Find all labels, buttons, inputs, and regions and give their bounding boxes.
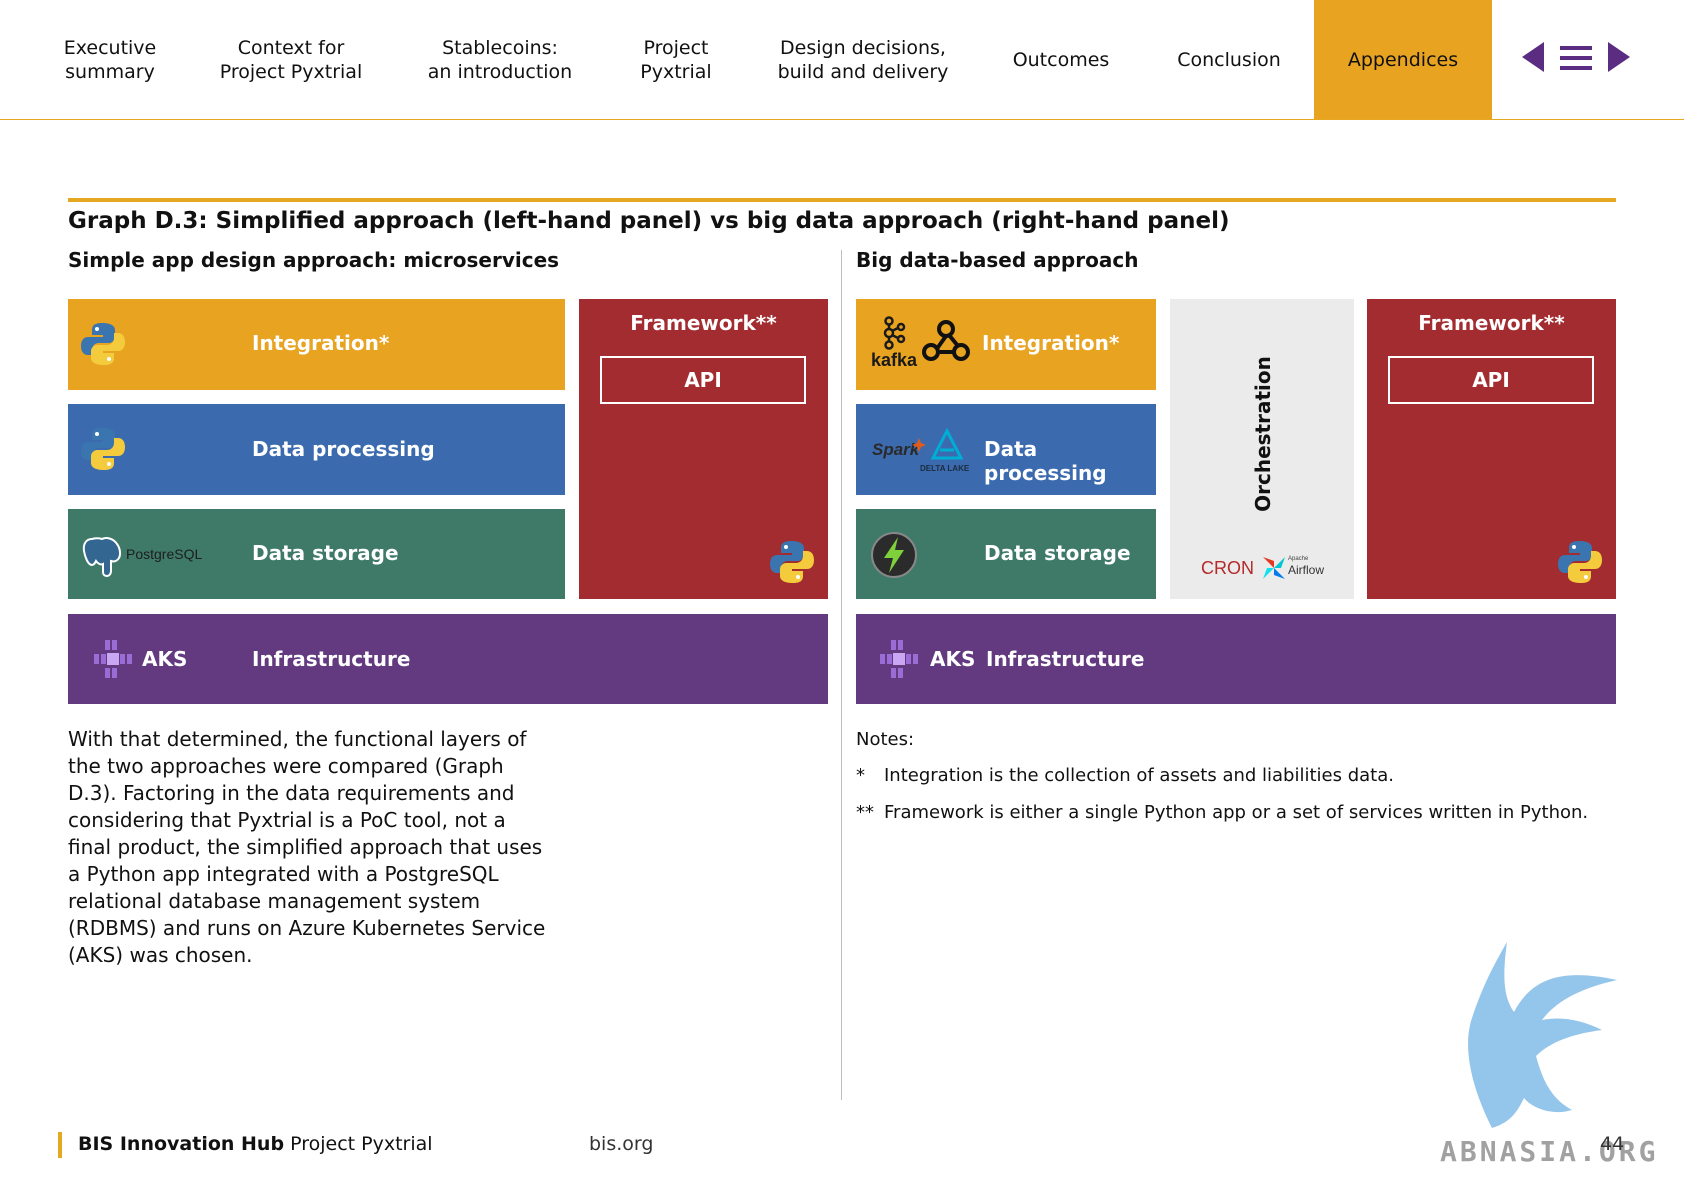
- python-icon: [80, 321, 126, 372]
- spark-star-icon: [912, 433, 926, 457]
- top-navigation: Executive summary Context for Project Py…: [0, 0, 1684, 120]
- python-icon: [769, 539, 815, 590]
- python-icon: [80, 426, 126, 477]
- right-api-box: API: [1388, 356, 1594, 404]
- left-integration-block: Integration*: [68, 299, 565, 390]
- left-api-box: API: [600, 356, 806, 404]
- kafka-logo-text: kafka: [871, 350, 918, 370]
- left-data-storage-block: PostgreSQL Data storage: [68, 509, 565, 599]
- notes-title: Notes:: [856, 729, 915, 750]
- page-number: 44: [1600, 1133, 1625, 1155]
- python-icon: [1557, 539, 1603, 590]
- left-panel-title: Simple app design approach: microservice…: [68, 248, 560, 272]
- nav-tab-project-pyxtrial[interactable]: Project Pyxtrial: [640, 36, 712, 83]
- left-infrastructure-label: Infrastructure: [252, 647, 411, 671]
- cron-logo-text: CRON: [1201, 558, 1254, 578]
- title-rule: [68, 198, 1616, 202]
- footer-site-link[interactable]: bis.org: [589, 1133, 654, 1155]
- right-aks-logo-text: AKS: [930, 647, 976, 671]
- delta-lake-icon: [930, 427, 964, 467]
- right-data-storage-label: Data storage: [984, 541, 1131, 565]
- orchestration-block: Orchestration CRON Apache Airflow: [1170, 299, 1354, 599]
- note-marker: **: [856, 802, 874, 823]
- note-item: ** Framework is either a single Python ap…: [856, 802, 1588, 823]
- postgresql-logo-text: PostgreSQL: [126, 546, 203, 562]
- left-data-processing-block: Data processing: [68, 404, 565, 495]
- right-infrastructure-label: Infrastructure: [986, 647, 1145, 671]
- note-text: Framework is either a single Python app …: [884, 802, 1589, 823]
- nav-tab-appendices[interactable]: Appendices: [1314, 0, 1492, 119]
- right-infrastructure-block: AKS Infrastructure: [856, 614, 1616, 704]
- postgresql-elephant-icon: [82, 535, 126, 582]
- footer-brand: BIS Innovation Hub: [78, 1133, 285, 1155]
- nav-tab-conclusion[interactable]: Conclusion: [1177, 48, 1281, 71]
- menu-icon[interactable]: [1560, 44, 1592, 76]
- left-infrastructure-block: AKS Infrastructure: [68, 614, 828, 704]
- left-integration-label: Integration*: [252, 331, 390, 355]
- next-arrow-icon[interactable]: [1606, 40, 1632, 78]
- right-data-processing-block: Spark DELTA LAKE Data processing: [856, 404, 1156, 495]
- nav-tab-context[interactable]: Context for Project Pyxtrial: [219, 36, 363, 83]
- watermark-text: ABNASIA.ORG: [1440, 1135, 1659, 1168]
- nav-tab-outcomes[interactable]: Outcomes: [1012, 48, 1110, 71]
- nav-tab-stablecoins[interactable]: Stablecoins: an introduction: [427, 36, 573, 83]
- footer-accent-bar: [58, 1132, 62, 1158]
- note-item: * Integration is the collection of assets…: [856, 765, 1394, 786]
- prev-arrow-icon[interactable]: [1520, 40, 1546, 78]
- spark-logo-text: Spark: [872, 440, 920, 459]
- aks-cluster-icon: [92, 638, 134, 685]
- right-data-storage-block: Data storage: [856, 509, 1156, 599]
- right-integration-block: kafka Integration*: [856, 299, 1156, 390]
- right-integration-label: Integration*: [982, 331, 1120, 355]
- nav-tab-design-decisions[interactable]: Design decisions, build and delivery: [777, 36, 949, 83]
- webhook-icon: [922, 318, 970, 367]
- right-framework-label: Framework**: [1418, 311, 1565, 335]
- griffin-watermark-icon: [1432, 938, 1622, 1142]
- orchestration-label: Orchestration: [1251, 356, 1275, 512]
- left-aks-logo-text: AKS: [142, 647, 188, 671]
- airflow-logo-text: Airflow: [1288, 563, 1325, 577]
- left-framework-block: Framework** API: [579, 299, 828, 599]
- nav-tab-executive-summary[interactable]: Executive summary: [63, 36, 157, 83]
- right-panel-title: Big data-based approach: [856, 248, 1139, 272]
- graph-title: Graph D.3: Simplified approach (left-han…: [68, 208, 1230, 234]
- kafka-icon: [880, 316, 906, 355]
- right-framework-block: Framework** API: [1367, 299, 1616, 599]
- right-data-processing-label: Data processing: [984, 437, 1107, 485]
- airflow-pinwheel-icon: [1261, 555, 1287, 586]
- footer-project: Project Pyxtrial: [290, 1133, 433, 1155]
- body-paragraph: With that determined, the functional lay…: [68, 727, 546, 967]
- lightning-db-icon: [870, 531, 918, 584]
- aks-cluster-icon: [878, 638, 920, 685]
- left-framework-label: Framework**: [630, 311, 777, 335]
- left-data-processing-label: Data processing: [252, 437, 435, 461]
- panel-divider: [841, 250, 842, 1100]
- delta-lake-logo-text: DELTA LAKE: [920, 464, 970, 473]
- note-text: Integration is the collection of assets …: [884, 765, 1394, 786]
- airflow-apache-text: Apache: [1288, 556, 1309, 562]
- note-marker: *: [856, 765, 865, 786]
- footer-branding: BIS Innovation Hub Project Pyxtrial: [78, 1133, 433, 1155]
- left-data-storage-label: Data storage: [252, 541, 399, 565]
